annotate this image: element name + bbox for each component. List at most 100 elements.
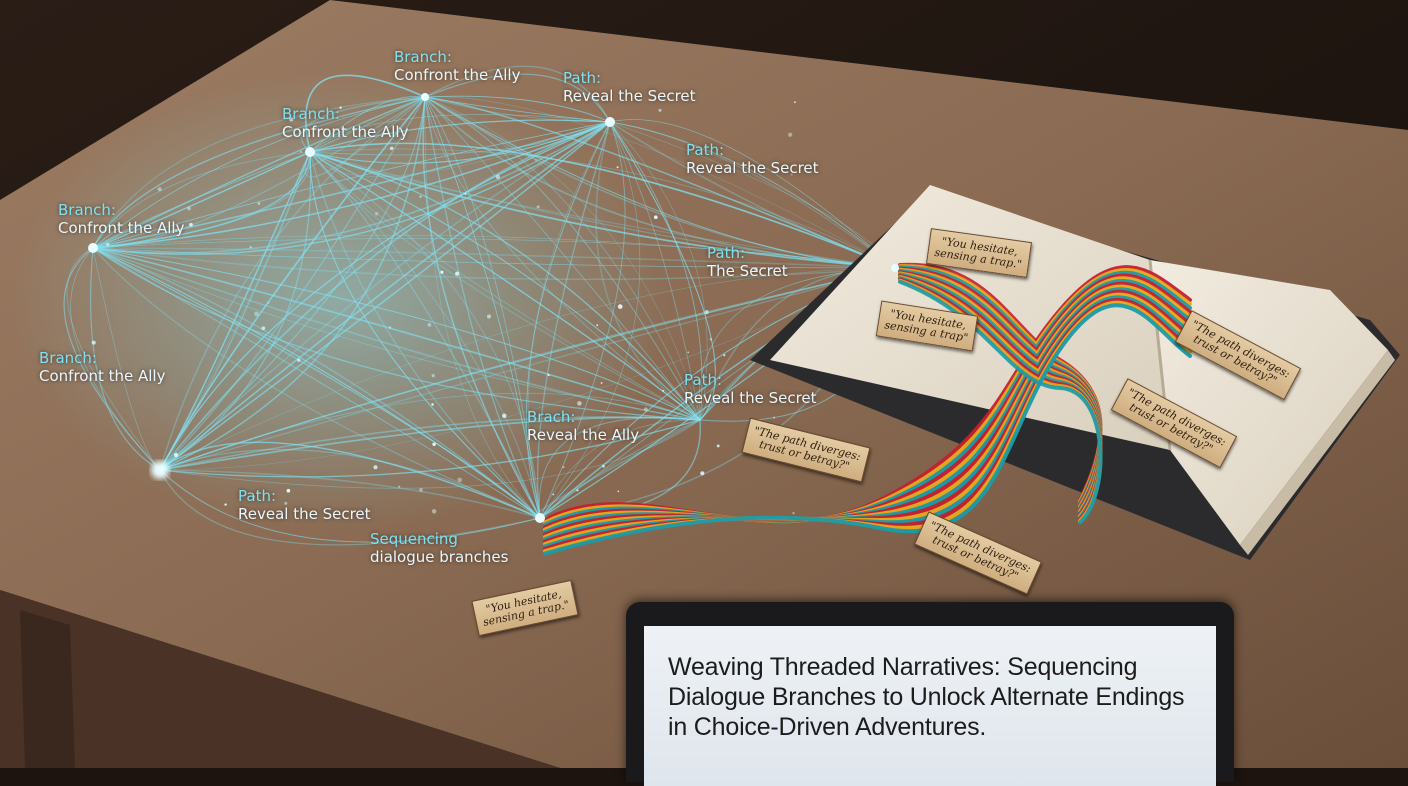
glow-thread [92,247,541,519]
sparkle-dot [495,174,501,180]
node-kind: Branch: [282,105,340,123]
node-label-1: Branch: Confront the Ally [394,48,520,84]
glow-thread [309,151,541,519]
sparkle-dot [254,311,259,317]
glow-thread [159,419,701,478]
glow-thread [309,151,541,519]
node-text: Reveal the Ally [527,426,640,444]
glow-thread [539,419,701,519]
glow-thread [309,142,896,269]
table-leg [20,610,75,768]
glow-thread [159,121,611,471]
sparkle-dot [373,465,378,470]
node-text: Confront the Ally [394,66,521,84]
glow-thread [92,247,701,421]
glow-thread [92,247,701,421]
yarn-strand [543,303,1192,556]
glow-thread [63,247,161,471]
article-title: Weaving Threaded Narratives: Sequencing … [668,653,1185,741]
glow-thread [92,238,896,269]
sparkle-dot [289,117,294,122]
sparkle-dot [793,101,796,104]
glow-thread [159,151,311,471]
sparkle-dot [389,146,394,151]
sparkle-dot [432,442,436,447]
glow-thread [92,121,611,249]
glow-thread [424,96,541,519]
sparkle-dot [455,271,460,276]
sparkle-dot [536,205,540,209]
sparkle-dot [457,477,463,483]
sparkle-dot [464,192,467,195]
sparkle-dot [419,195,422,198]
glow-thread [92,247,896,269]
glow-thread [159,469,541,546]
glow-thread [70,247,161,471]
sparkle-dot [700,471,705,476]
sparkle-dot [174,229,178,232]
glow-thread [92,247,701,421]
sparkle-dot [547,373,550,377]
glow-thread [300,96,426,153]
node-text: Confront the Ally [39,367,166,385]
glow-thread [159,267,896,471]
sparkle-dot [552,493,555,496]
sparkle-dot [602,464,605,468]
glow-thread [92,247,701,421]
sparkle-dot [687,351,690,354]
sparkle-dot [106,242,110,247]
sparkle-dot [224,503,227,506]
sparkles [91,100,796,515]
node-kind: Branch: [39,349,97,367]
glow-thread [92,247,541,519]
glow-thread [309,151,541,519]
sparkle-dot [562,465,565,469]
glow-thread [92,151,311,249]
sparkle-dot [267,301,270,304]
node-text: dialogue branches [370,548,509,566]
node-kind: Branch: [394,48,452,66]
node-text: The Secret [707,262,788,280]
node-label-10: Path: Reveal the Secret [238,487,371,523]
glow-thread [424,96,896,269]
sparkle-dot [617,304,623,309]
glow-thread [309,151,701,421]
glow-thread [424,65,611,123]
glow-thread [159,96,426,471]
glow-thread [92,96,426,249]
glow-thread [159,121,611,471]
glow-thread [424,96,896,269]
glow-thread [424,73,611,123]
glow-thread [159,96,426,471]
glow-thread [66,247,161,471]
node-text: Reveal the Secret [563,87,696,105]
glow-thread [159,151,311,471]
glow-thread [92,96,426,249]
glow-thread [159,121,611,471]
node-text: Confront the Ally [58,219,185,237]
sparkle-dot [284,501,288,505]
glow-thread [422,96,541,519]
glow-thread [309,151,701,421]
sparkle-dot [189,222,193,227]
node-label-6: Path: The Secret [707,244,788,280]
glow-thread [309,121,611,177]
sparkle-dot [187,206,191,211]
sparkle-dot [374,212,379,216]
glow-thread [159,151,311,471]
sparkle-dot [792,511,795,515]
glow-thread [159,469,541,543]
glow-thread [609,121,703,421]
glow-thread [309,151,701,421]
glow-thread [309,119,611,153]
glow-thread [92,151,311,249]
sparkle-dot [486,314,492,319]
glow-thread [92,247,896,281]
glow-thread [309,96,426,153]
glow-thread [92,96,426,249]
sparkle-dot [753,267,758,272]
sparkle-dot [616,166,619,169]
sparkle-dot [704,310,709,315]
glow-thread [609,121,708,421]
glow-thread [159,267,896,471]
